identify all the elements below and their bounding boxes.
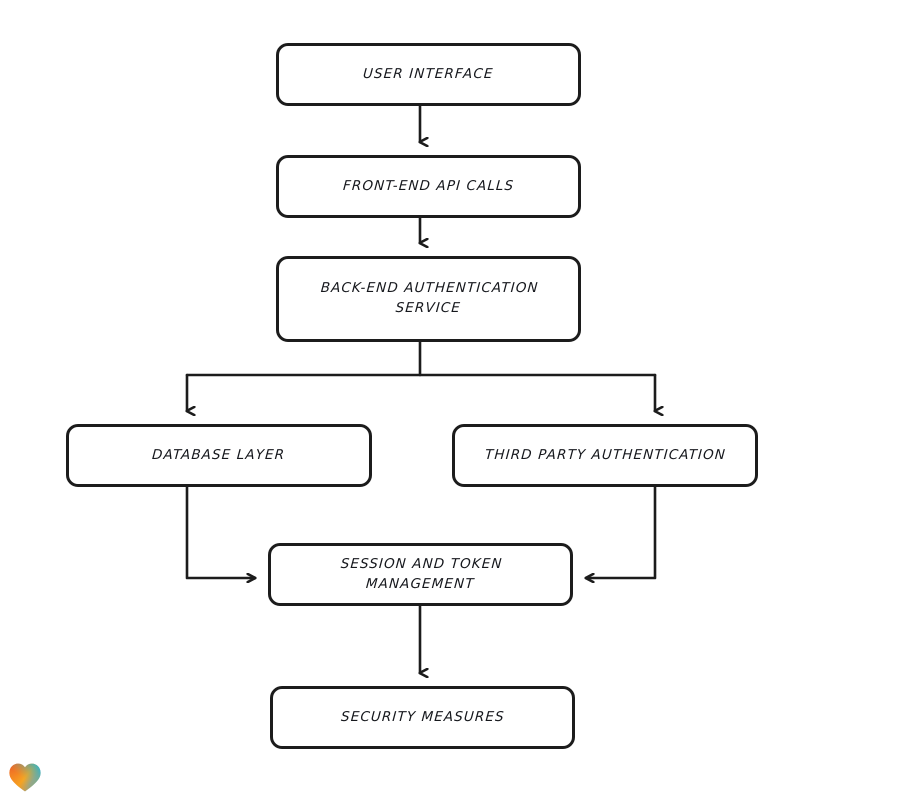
node-database-layer[interactable]: Database Layer bbox=[66, 424, 372, 487]
node-user-interface-label: User Interface bbox=[362, 65, 495, 82]
node-backend-authentication-service-label: Back-End Authentication Service bbox=[319, 280, 539, 316]
edge-database-to-session bbox=[185, 485, 255, 578]
node-backend-authentication-service[interactable]: Back-End Authentication Service bbox=[276, 256, 581, 342]
node-session-and-token-management-label: Session and Token Management bbox=[339, 555, 503, 592]
node-user-interface[interactable]: User Interface bbox=[276, 43, 581, 106]
node-frontend-api-calls[interactable]: Front-End API Calls bbox=[276, 155, 581, 218]
node-security-measures-label: Security Measures bbox=[340, 708, 505, 725]
node-third-party-authentication[interactable]: Third Party Authentication bbox=[452, 424, 758, 487]
node-session-and-token-management[interactable]: Session and Token Management bbox=[268, 543, 573, 606]
heart-icon bbox=[9, 763, 41, 792]
node-security-measures[interactable]: Security Measures bbox=[270, 686, 575, 749]
node-database-layer-label: Database Layer bbox=[151, 446, 287, 463]
node-frontend-api-calls-label: Front-End API Calls bbox=[342, 177, 515, 194]
node-third-party-authentication-label: Third Party Authentication bbox=[484, 446, 727, 463]
edge-thirdparty-to-session bbox=[586, 485, 657, 578]
